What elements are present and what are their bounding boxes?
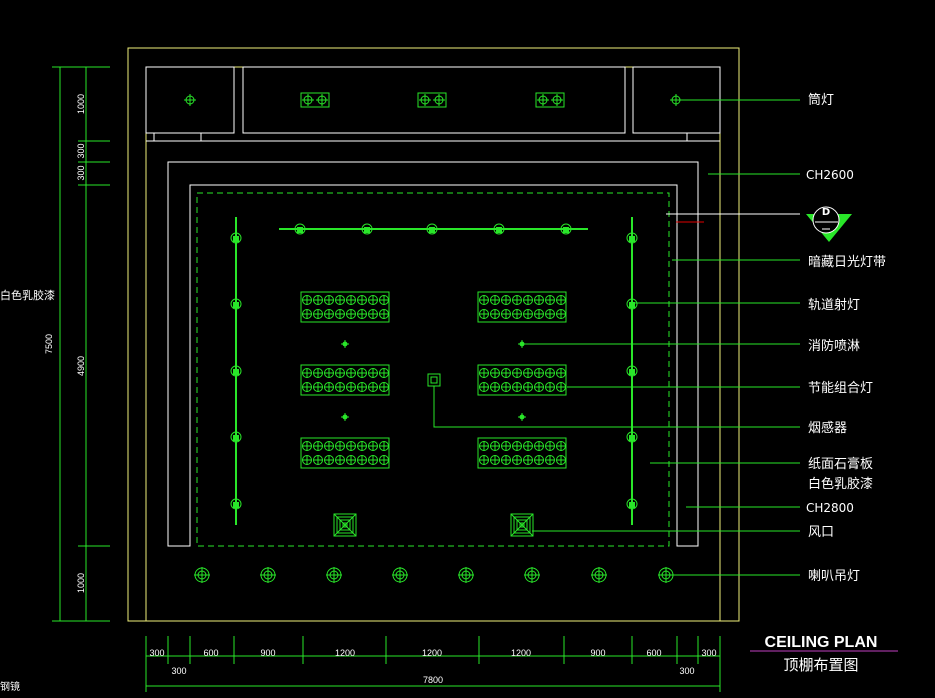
legend-gypsum: 纸面石膏板 xyxy=(808,456,873,472)
track-spot-icon xyxy=(230,431,242,443)
dim-b-segment: 300 xyxy=(701,648,716,658)
pendant-light-icon xyxy=(326,567,342,583)
downlight-group xyxy=(184,92,682,108)
air-vent-icon xyxy=(333,513,357,537)
pendant-light-icon xyxy=(260,567,276,583)
dim-b-segment: 300 xyxy=(149,648,164,658)
legend-smoke-detector: 烟感器 xyxy=(808,420,847,436)
track-spot-icon xyxy=(426,223,438,235)
dim-b-total: 7800 xyxy=(423,675,443,685)
combo-light-icon xyxy=(477,291,567,323)
legend-ch2600: CH2600 xyxy=(806,168,854,182)
vent-group xyxy=(333,513,534,537)
sprinkler-icon xyxy=(341,340,349,348)
drawing-subtitle: 顶棚布置图 xyxy=(783,656,858,674)
sprinkler-icon xyxy=(341,413,349,421)
combo-light-icon xyxy=(300,437,390,469)
track-spot-icon xyxy=(230,298,242,310)
dim-b-segment: 900 xyxy=(260,648,275,658)
leader-lines xyxy=(433,99,800,576)
bottom-left-note: 钢镜 xyxy=(0,680,20,693)
track-spot-icon xyxy=(230,498,242,510)
legend-ch2800: CH2800 xyxy=(806,501,854,515)
pendant-light-icon xyxy=(458,567,474,583)
track-spot-icon xyxy=(560,223,572,235)
dim-b-segment: 900 xyxy=(590,648,605,658)
track-spot-icon xyxy=(294,223,306,235)
pendant-light-icon xyxy=(524,567,540,583)
track-spot-icon xyxy=(626,365,638,377)
smoke-detector xyxy=(427,373,441,387)
dim-v-1000-top: 1000 xyxy=(76,94,86,114)
dim-v-300-b: 300 xyxy=(76,165,86,180)
track-spot-icon xyxy=(626,498,638,510)
downlight-icon xyxy=(184,94,196,106)
pendant-light-icon xyxy=(194,567,210,583)
dim-b-segment: 600 xyxy=(203,648,218,658)
legend: 筒灯 CH2600 暗藏日光灯带 轨道射灯 消防喷淋 节能组合灯 烟感器 纸面石… xyxy=(806,92,886,584)
dim-b-300-left: 300 xyxy=(171,666,186,676)
dim-b-segment: 1200 xyxy=(511,648,531,658)
legend-sprinkler: 消防喷淋 xyxy=(808,338,860,354)
combo-light-group xyxy=(300,291,567,469)
track-spot-icon xyxy=(626,431,638,443)
combo-light-icon xyxy=(477,364,567,396)
dim-b-300-right: 300 xyxy=(679,666,694,676)
drawing-title-block: CEILING PLAN 顶棚布置图 xyxy=(750,634,898,674)
legend-latex-paint: 白色乳胶漆 xyxy=(808,476,873,492)
track-spot-icon xyxy=(626,298,638,310)
track-spot-icon xyxy=(230,232,242,244)
pendant-light-icon xyxy=(591,567,607,583)
hidden-light-strip xyxy=(196,192,670,547)
track-spot-icon xyxy=(361,223,373,235)
dim-b-segment: 600 xyxy=(646,648,661,658)
air-vent-icon xyxy=(510,513,534,537)
dim-v-total: 7500 xyxy=(44,334,54,354)
dim-b-segment: 1200 xyxy=(335,648,355,658)
legend-downlight: 筒灯 xyxy=(808,92,834,108)
pendant-light-group xyxy=(194,567,674,583)
double-downlight-icon xyxy=(417,92,447,108)
dim-v-4900: 4900 xyxy=(76,356,86,376)
outer-walls xyxy=(127,47,740,622)
track-light-group xyxy=(230,217,638,525)
bottom-dimensions: 300 300 7800 300 600 900 1200 1200 1200 900 600… xyxy=(145,636,721,692)
combo-light-icon xyxy=(477,437,567,469)
combo-light-icon xyxy=(300,364,390,396)
dim-v-300-a: 300 xyxy=(76,143,86,158)
legend-vent: 风口 xyxy=(808,525,834,540)
section-marker: D xyxy=(806,206,852,242)
track-spot-icon xyxy=(626,232,638,244)
pendant-light-icon xyxy=(392,567,408,583)
double-downlight-icon xyxy=(300,92,330,108)
drawing-title: CEILING PLAN xyxy=(765,634,878,651)
combo-light-icon xyxy=(300,291,390,323)
section-marker-label: D xyxy=(822,207,830,218)
left-note: 白色乳胶漆 xyxy=(0,288,55,302)
left-dimensions: 1000 300 300 4900 1000 7500 xyxy=(44,66,110,622)
legend-combo-light: 节能组合灯 xyxy=(808,381,873,396)
legend-track-light: 轨道射灯 xyxy=(808,297,860,313)
top-ceiling-strip xyxy=(145,66,721,142)
track-spot-icon xyxy=(493,223,505,235)
sprinkler-icon xyxy=(518,413,526,421)
dim-b-segment: 1200 xyxy=(422,648,442,658)
ceiling-recess xyxy=(167,161,699,547)
dim-v-1000-bottom: 1000 xyxy=(76,573,86,593)
legend-pendant: 喇叭吊灯 xyxy=(808,569,860,584)
legend-hidden-strip: 暗藏日光灯带 xyxy=(808,255,886,270)
double-downlight-icon xyxy=(535,92,565,108)
track-spot-icon xyxy=(230,365,242,377)
